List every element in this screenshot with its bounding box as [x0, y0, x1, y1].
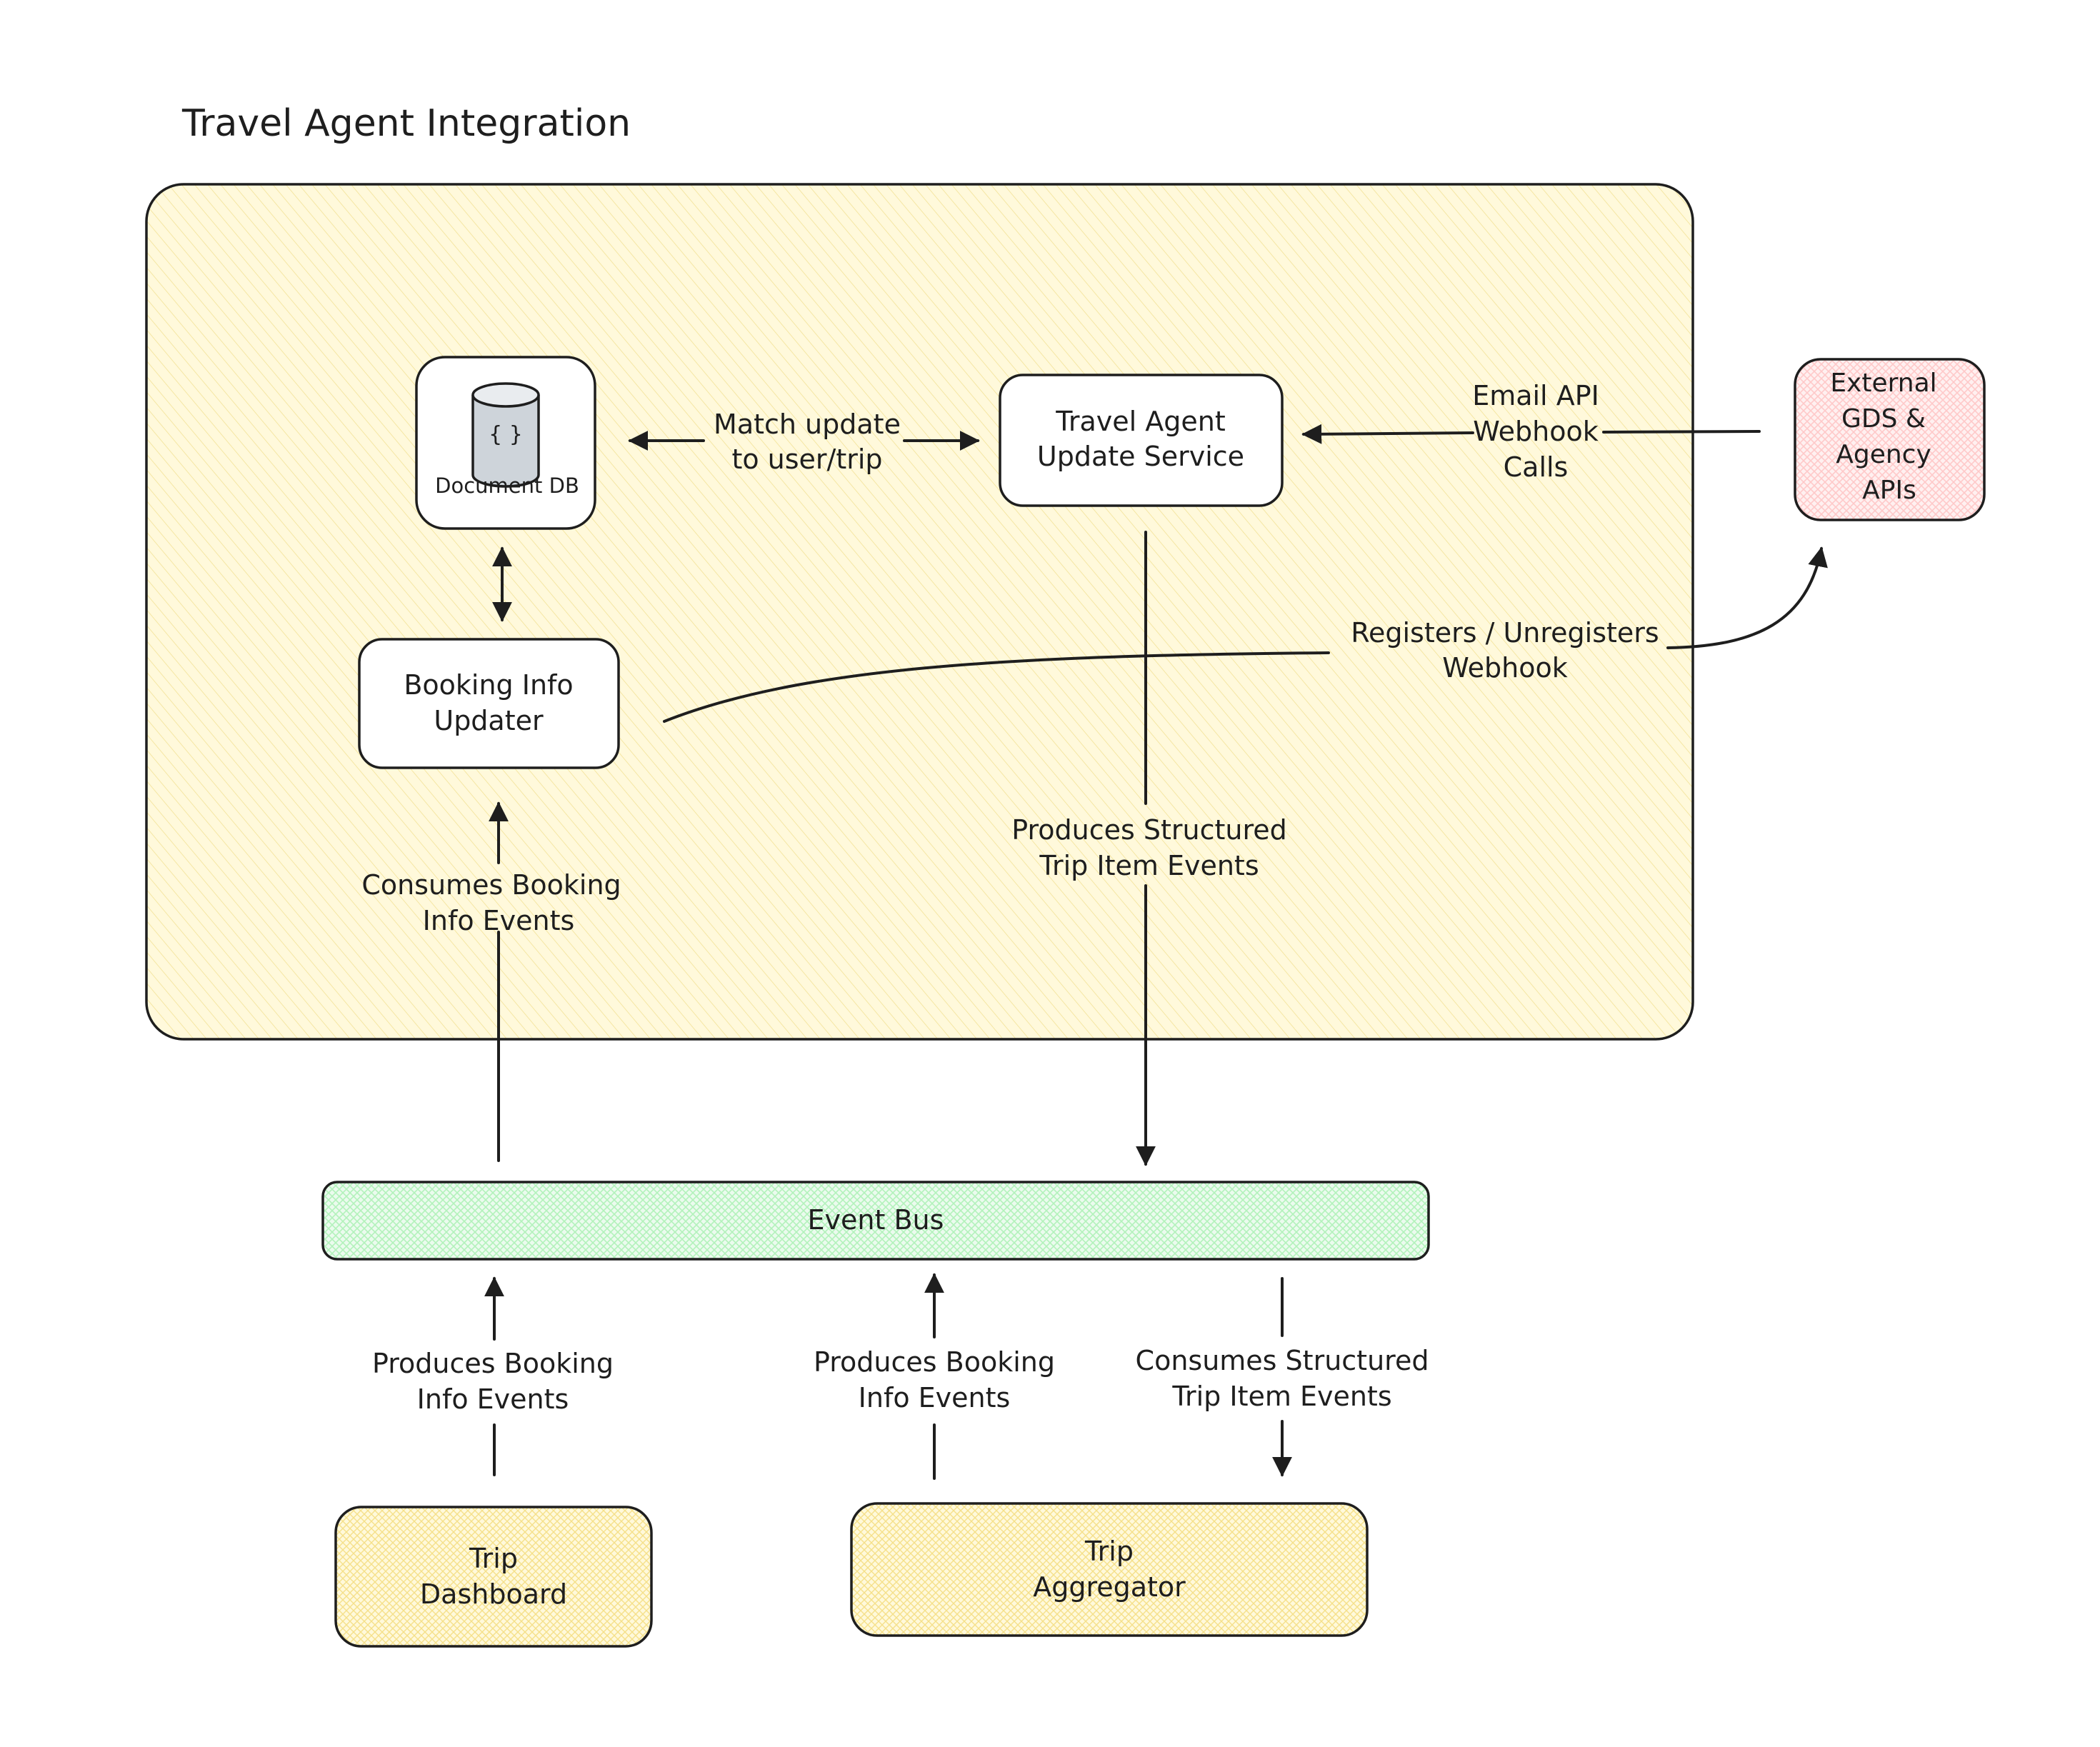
booking-updater-label-1: Booking Info [404, 669, 573, 701]
webhook-calls-label: Email API Webhook Calls [1472, 380, 1599, 483]
aggregator-consumes-label: Consumes Structured Trip Item Events [1136, 1345, 1429, 1412]
update-service-label-2: Update Service [1037, 441, 1244, 472]
booking-updater-label-2: Updater [434, 705, 544, 736]
aggregator-consumes-label-2: Trip Item Events [1171, 1381, 1391, 1412]
travel-agent-integration-container [145, 183, 1694, 1041]
webhook-calls-label-2: Webhook [1473, 416, 1598, 447]
external-apis-label-2: GDS & [1841, 404, 1926, 434]
consumes-booking-label-1: Consumes Booking [361, 869, 621, 901]
produces-structured-label: Produces Structured Trip Item Events [1011, 814, 1287, 881]
match-update-label: Match update to user/trip [714, 409, 901, 475]
external-apis-label-3: Agency [1836, 440, 1931, 469]
trip-aggregator-node[interactable]: Trip Aggregator [850, 1502, 1369, 1637]
dashboard-produces-label-2: Info Events [417, 1383, 569, 1415]
aggregator-produces-label-2: Info Events [859, 1382, 1011, 1413]
aggregator-produces-label: Produces Booking Info Events [814, 1346, 1055, 1413]
register-webhook-edge [663, 549, 1821, 723]
booking-info-updater-node[interactable]: Booking Info Updater [358, 638, 620, 769]
aggregator-produces-label-1: Produces Booking [814, 1346, 1055, 1378]
trip-dashboard-label-2: Dashboard [420, 1578, 567, 1610]
dashboard-produces-label-1: Produces Booking [372, 1348, 614, 1379]
match-update-label-1: Match update [714, 409, 901, 440]
produces-structured-label-2: Trip Item Events [1039, 850, 1259, 881]
database-icon-glyph: { } [489, 422, 523, 447]
event-bus-node[interactable]: Event Bus [321, 1181, 1430, 1261]
external-apis-label-1: External [1830, 369, 1936, 398]
trip-aggregator-label-2: Aggregator [1033, 1571, 1186, 1603]
document-db-node[interactable]: { } Document DB [415, 356, 596, 530]
document-db-label: Document DB [435, 474, 579, 498]
produces-structured-label-1: Produces Structured [1011, 814, 1287, 846]
update-service-node[interactable]: Travel Agent Update Service [999, 374, 1284, 507]
dashboard-produces-label: Produces Booking Info Events [372, 1348, 614, 1415]
consumes-booking-label: Consumes Booking Info Events [361, 869, 621, 936]
event-bus-label: Event Bus [808, 1204, 944, 1236]
register-webhook-label-1: Registers / Unregisters [1351, 617, 1659, 649]
external-apis-node[interactable]: External GDS & Agency APIs [1794, 358, 1986, 521]
match-update-label-2: to user/trip [731, 444, 882, 475]
database-icon: { } [471, 382, 540, 488]
trip-dashboard-node[interactable]: Trip Dashboard [334, 1506, 653, 1648]
webhook-calls-label-1: Email API [1472, 380, 1599, 411]
register-webhook-label: Registers / Unregisters Webhook [1351, 617, 1659, 684]
register-webhook-label-2: Webhook [1442, 652, 1567, 684]
aggregator-consumes-label-1: Consumes Structured [1136, 1345, 1429, 1376]
external-apis-label-4: APIs [1862, 476, 1916, 505]
trip-aggregator-label-1: Trip [1084, 1536, 1134, 1567]
webhook-calls-edge [1304, 431, 1761, 434]
trip-dashboard-label-1: Trip [469, 1543, 518, 1574]
webhook-calls-label-3: Calls [1504, 451, 1569, 483]
diagram-title: Travel Agent Integration [181, 102, 631, 145]
update-service-label-1: Travel Agent [1055, 406, 1226, 437]
consumes-booking-label-2: Info Events [423, 905, 575, 936]
